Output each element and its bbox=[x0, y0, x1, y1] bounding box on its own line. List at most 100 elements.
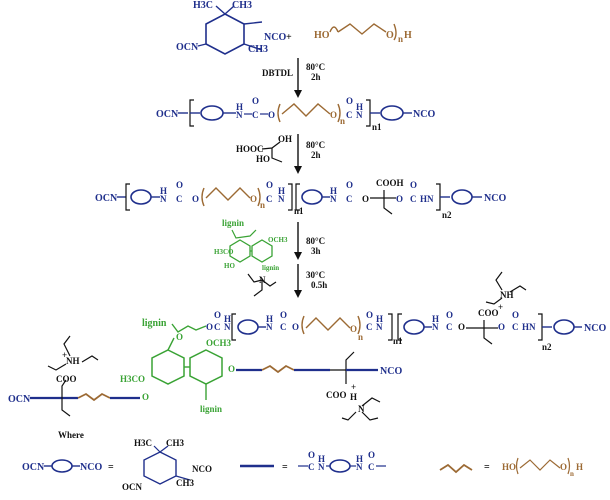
im-o3: O bbox=[250, 194, 257, 204]
prod-nh-top: NH bbox=[500, 290, 514, 300]
im-cooh: COOH bbox=[376, 178, 404, 188]
ipdi-nco: NCO bbox=[264, 32, 286, 43]
prod-o-lignin: O bbox=[176, 332, 183, 342]
prod-h2: H bbox=[266, 314, 273, 324]
step2-time: 2h bbox=[311, 150, 321, 160]
prod-c4: C bbox=[446, 322, 453, 332]
legend-o: O bbox=[560, 462, 567, 472]
legend-ipdi-structure: H3C CH3 CH3 OCN NCO bbox=[122, 438, 212, 492]
ptmg-h: H bbox=[404, 30, 412, 41]
prod-o1: O bbox=[206, 322, 213, 332]
prod-nco-right: NCO bbox=[380, 366, 402, 377]
prod-n1: N bbox=[224, 322, 231, 332]
prod-n-bottom: N bbox=[358, 404, 365, 414]
step1-time: 2h bbox=[311, 72, 321, 82]
lr-ho: HO bbox=[224, 262, 235, 270]
prepolymer-ocn: OCN bbox=[156, 109, 179, 120]
step3-time: 3h bbox=[311, 246, 321, 256]
im-o1: O bbox=[176, 180, 183, 190]
legend-where: Where bbox=[58, 430, 84, 440]
prod-coo-bottom: COO bbox=[326, 390, 347, 400]
prod-h3: H bbox=[376, 314, 383, 324]
lg-n1: N bbox=[318, 462, 325, 472]
legend-eq3: = bbox=[484, 462, 490, 473]
ipdi-ch3-top: CH3 bbox=[232, 0, 252, 11]
legend-h3c: H3C bbox=[134, 438, 152, 448]
legend-ho: HO bbox=[502, 462, 516, 472]
dmba-hooc: HOOC bbox=[236, 144, 264, 154]
legend-ch3a: CH3 bbox=[166, 438, 185, 448]
im-o8: O bbox=[410, 180, 417, 190]
prod-h-bottom: H bbox=[350, 392, 357, 402]
lg-o2: O bbox=[368, 450, 375, 460]
ptmg-n: n bbox=[398, 34, 403, 44]
step4-temp: 30°C bbox=[306, 270, 325, 280]
prod-o6: O bbox=[366, 310, 373, 320]
im-n2-sub: n2 bbox=[442, 210, 452, 220]
prod-o-left: O bbox=[142, 392, 149, 402]
intermediate-ocn: OCN bbox=[95, 193, 118, 204]
legend-ocn: OCN bbox=[22, 462, 45, 473]
product-lignin-core: OCH3 H3CO lignin O O bbox=[120, 337, 235, 414]
prod-n2: N bbox=[266, 322, 273, 332]
lg-c2: C bbox=[368, 462, 375, 472]
pp-n1: n1 bbox=[372, 122, 382, 132]
pp-o2: O bbox=[268, 110, 275, 120]
step1-catalyst: DBTDL bbox=[262, 68, 293, 78]
prepolymer-nco: NCO bbox=[413, 109, 435, 120]
lg-n2: N bbox=[356, 462, 363, 472]
lg-h2: H bbox=[356, 454, 363, 464]
lr-h3co: H3CO bbox=[214, 248, 234, 256]
prod-plus-left: + bbox=[62, 350, 67, 360]
pp-h1: H bbox=[236, 102, 243, 112]
tea-n: N bbox=[259, 275, 266, 285]
pp-c2: C bbox=[346, 110, 353, 120]
ipdi-ocn: OCN bbox=[176, 42, 199, 53]
prod-nco-top: NCO bbox=[584, 323, 606, 334]
prod-plus-bottom: + bbox=[351, 382, 356, 392]
prod-h4: H bbox=[432, 314, 439, 324]
prod-o3: O bbox=[280, 310, 287, 320]
im-o4: O bbox=[266, 180, 273, 190]
prod-n1-sub: n1 bbox=[393, 336, 403, 346]
intermediate-row: OCN H N O C O O n O C H N n1 H N O C O C… bbox=[95, 178, 506, 220]
legend-n: n bbox=[570, 470, 574, 478]
prod-o7: O bbox=[446, 310, 453, 320]
im-o6: O bbox=[362, 194, 369, 204]
im-n1: N bbox=[160, 194, 167, 204]
ipdi-h3c: H3C bbox=[193, 0, 213, 11]
pp-o4: O bbox=[346, 96, 353, 106]
prod-h3co: H3CO bbox=[120, 374, 145, 384]
prepolymer-row: OCN H N O C O O n O C H N n1 NCO bbox=[156, 96, 435, 132]
prod-o2: O bbox=[214, 310, 221, 320]
lg-h1: H bbox=[318, 454, 325, 464]
pp-n1-atom: N bbox=[236, 110, 243, 120]
prod-hn: HN bbox=[522, 322, 536, 332]
step3-temp: 80°C bbox=[306, 236, 325, 246]
pp-o3: O bbox=[330, 110, 337, 120]
legend-ptmg-symbol: = HO O n H bbox=[439, 457, 583, 478]
prod-och3: OCH3 bbox=[206, 338, 232, 348]
prod-c1: C bbox=[214, 322, 221, 332]
prod-coo-left: COO bbox=[56, 374, 77, 384]
dmba-ho: HO bbox=[256, 154, 270, 164]
step1-temp: 80°C bbox=[306, 62, 325, 72]
prod-h1: H bbox=[224, 314, 231, 324]
step4-time: 0.5h bbox=[311, 280, 327, 290]
im-c3: C bbox=[346, 194, 353, 204]
im-h3: H bbox=[330, 186, 337, 196]
tea-reagent: N bbox=[247, 273, 277, 297]
im-n2-atom: N bbox=[278, 194, 285, 204]
legend-eq1: = bbox=[108, 462, 114, 473]
product-side-chains: NCO COO + H N OCN COO NH + bbox=[8, 335, 402, 421]
im-c4: C bbox=[410, 194, 417, 204]
prod-coo-top: COO bbox=[478, 308, 499, 318]
im-h1: H bbox=[160, 186, 167, 196]
prod-n2-sub: n2 bbox=[542, 342, 552, 352]
im-h2: H bbox=[278, 186, 285, 196]
prod-o-right: O bbox=[228, 364, 235, 374]
product-top-chain: lignin O O O C H N H N O C O O n O C H N… bbox=[142, 271, 606, 352]
prod-n: n bbox=[358, 332, 363, 342]
ipdi-structure: H3C CH3 CH3 OCN NCO bbox=[176, 0, 286, 55]
